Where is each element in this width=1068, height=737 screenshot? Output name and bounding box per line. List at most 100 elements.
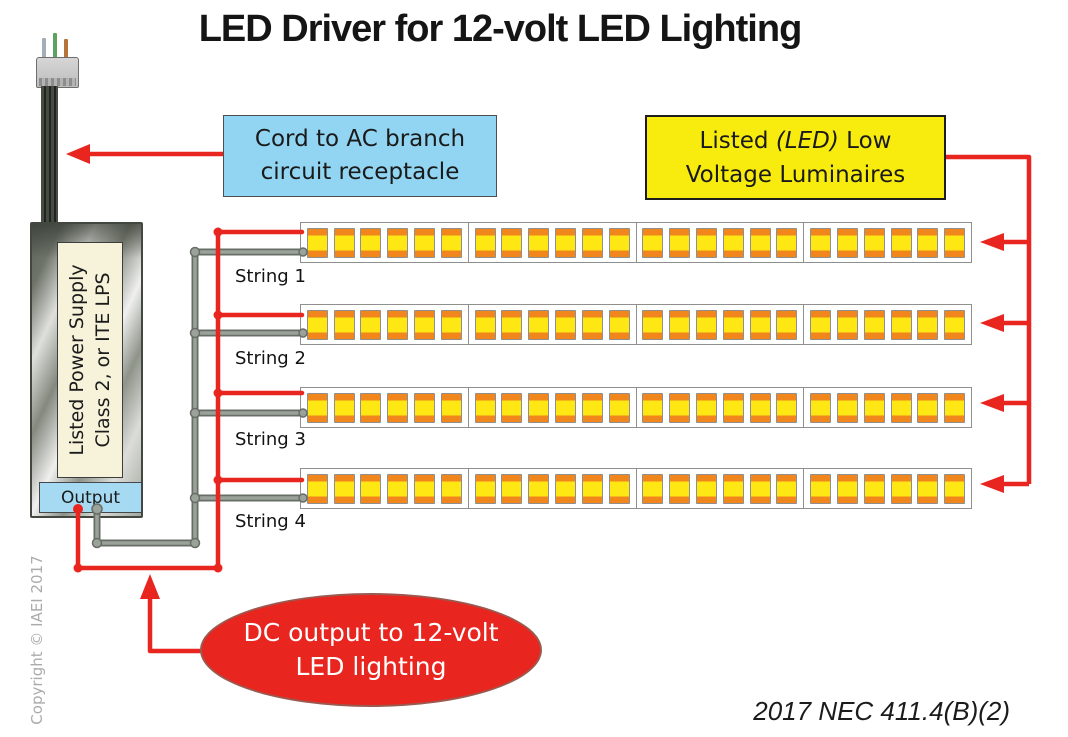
led-chip	[306, 227, 328, 258]
led-strip-4	[300, 468, 972, 509]
callout-ac-line2: circuit receptacle	[260, 159, 460, 185]
luminaire-segment	[467, 469, 636, 508]
led-chip	[581, 392, 603, 423]
led-chip	[749, 392, 771, 423]
arrow-to-dc-wire-head	[140, 574, 160, 599]
led-chip	[776, 227, 798, 258]
led-chip	[333, 309, 355, 340]
led-chip	[333, 473, 355, 504]
luminaire-segment	[635, 223, 804, 262]
led-chip	[414, 227, 436, 258]
led-chip	[306, 473, 328, 504]
luminaire-segment	[635, 305, 804, 344]
led-chip	[360, 392, 382, 423]
callout-lum-line2: Voltage Luminaires	[685, 161, 906, 188]
psu-label-line2: Class 2, or ITE LPS	[92, 272, 114, 448]
led-chip	[474, 473, 496, 504]
led-chip	[863, 473, 885, 504]
led-chip	[387, 309, 409, 340]
psu-label-line1: Listed Power Supply	[66, 264, 88, 456]
led-chip	[863, 392, 885, 423]
luminaire-segment	[301, 223, 468, 262]
led-chip	[555, 392, 576, 423]
led-chip	[528, 473, 550, 504]
led-chip	[608, 227, 630, 258]
plug-ribs	[39, 78, 76, 86]
led-chip	[836, 227, 858, 258]
led-chip	[722, 392, 744, 423]
led-chip	[776, 392, 798, 423]
led-chip	[387, 392, 409, 423]
led-chip	[944, 227, 966, 258]
output-label: Output	[60, 487, 121, 508]
led-chip	[440, 309, 462, 340]
plug-prong-icon	[53, 33, 57, 58]
led-chip	[810, 227, 832, 258]
led-chip	[776, 473, 798, 504]
callout-luminaires: Listed (LED) Low Voltage Luminaires	[645, 115, 946, 200]
luminaire-segment	[301, 305, 468, 344]
led-chip	[749, 227, 771, 258]
callout-dc-output: DC output to 12-volt LED lighting	[200, 593, 542, 707]
string-label-1: String 1	[235, 266, 306, 287]
led-chip	[306, 309, 328, 340]
led-chip	[722, 309, 744, 340]
led-chip	[414, 309, 436, 340]
led-chip	[474, 309, 496, 340]
string-label-4: String 4	[235, 511, 306, 532]
led-chip	[360, 473, 382, 504]
power-supply-label-text: Listed Power Supply Class 2, or ITE LPS	[57, 242, 123, 478]
diagram-title: LED Driver for 12-volt LED Lighting	[198, 8, 803, 50]
led-chip	[836, 309, 858, 340]
luminaire-segment	[467, 388, 636, 427]
led-chip	[360, 227, 382, 258]
led-chip	[917, 473, 939, 504]
led-chip	[306, 392, 328, 423]
string-label-3: String 3	[235, 429, 306, 450]
led-chip	[944, 392, 966, 423]
luminaire-segment	[803, 305, 971, 344]
led-strip-1	[300, 222, 972, 263]
led-chip	[581, 227, 603, 258]
luminaire-segment	[301, 469, 468, 508]
led-chip	[810, 392, 832, 423]
led-chip	[360, 309, 382, 340]
output-port: Output	[39, 482, 142, 513]
power-cord	[41, 86, 58, 224]
led-chip	[863, 309, 885, 340]
led-chip	[810, 309, 832, 340]
led-chip	[608, 473, 630, 504]
led-chip	[944, 473, 966, 504]
led-chip	[836, 392, 858, 423]
led-chip	[917, 227, 939, 258]
led-chip	[474, 227, 496, 258]
led-chip	[555, 473, 576, 504]
led-strip-3	[300, 387, 972, 428]
led-chip	[528, 309, 550, 340]
led-chip	[890, 473, 912, 504]
led-chip	[642, 473, 664, 504]
led-chip	[863, 227, 885, 258]
led-chip	[810, 473, 832, 504]
led-chip	[555, 227, 576, 258]
led-chip	[581, 473, 603, 504]
led-chip	[669, 227, 691, 258]
led-chip	[501, 392, 523, 423]
led-chip	[917, 392, 939, 423]
led-chip	[414, 473, 436, 504]
ac-plug-icon	[36, 57, 79, 88]
string-label-2: String 2	[235, 348, 306, 369]
nec-reference: 2017 NEC 411.4(B)(2)	[753, 696, 1010, 726]
led-chip	[695, 227, 717, 258]
callout-ac-line1: Cord to AC branch	[254, 126, 466, 152]
led-chip	[669, 473, 691, 504]
luminaire-segment	[803, 469, 971, 508]
lum-text-em: (LED)	[775, 127, 839, 154]
copyright-note: Copyright © IAEI 2017	[28, 555, 46, 725]
led-chip	[722, 473, 744, 504]
luminaire-segment	[467, 305, 636, 344]
plug-prong-icon	[64, 39, 68, 58]
led-chip	[501, 227, 523, 258]
led-chip	[608, 392, 630, 423]
